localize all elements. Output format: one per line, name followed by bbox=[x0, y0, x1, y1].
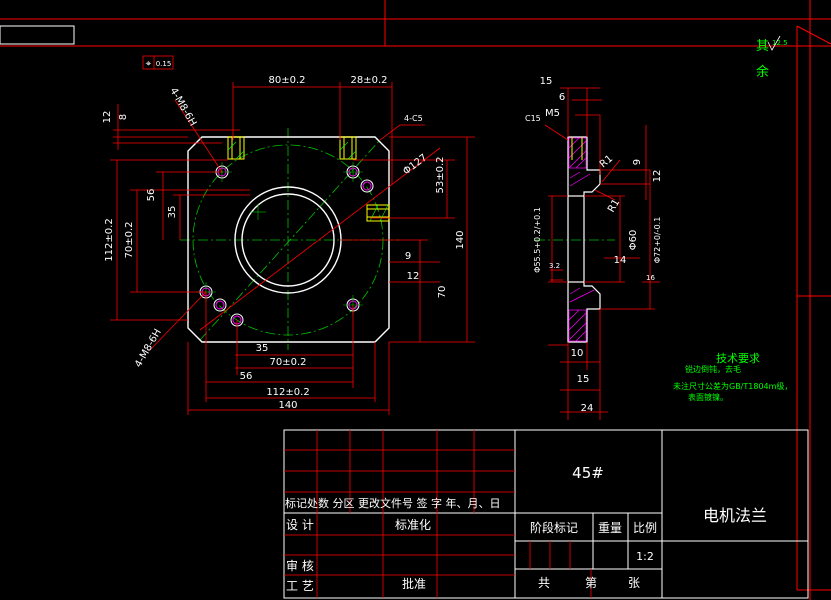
note-qi: 其 bbox=[756, 39, 769, 54]
front-view: ⌖ 0.15 80±0.2 28±0.2 4-M8-6H 4-C5 12 8 1… bbox=[102, 55, 475, 415]
sheet-no-label: 第 bbox=[585, 576, 597, 590]
title-block-text: 45# 电机法兰 标记处数 分区 更改文件号 签 字 年、月、日 设 计 标准化… bbox=[285, 464, 767, 593]
corner-roughness-note: 其 余 12.5 bbox=[756, 35, 788, 80]
dim-140-bottom: 140 bbox=[278, 400, 297, 411]
scale-value: 1:2 bbox=[636, 550, 654, 563]
dim-70-right: 70 bbox=[437, 286, 448, 299]
dim-56-bottom: 56 bbox=[240, 371, 253, 382]
dim-9: 9 bbox=[405, 251, 411, 262]
side-dim-24: 24 bbox=[581, 403, 594, 414]
dim-28: 28±0.2 bbox=[350, 75, 387, 86]
side-r1-top: R1 bbox=[598, 153, 615, 170]
side-dim-phi72: Φ72+0/-0.1 bbox=[653, 217, 662, 264]
section-hatch bbox=[227, 141, 389, 222]
side-dim-9: 9 bbox=[632, 159, 643, 165]
tolerance-frame bbox=[142, 55, 174, 70]
thread-callout-top: 4-M8-6H bbox=[167, 86, 198, 128]
dim-112-bottom: 112±0.2 bbox=[266, 387, 309, 398]
note-roughness: 12.5 bbox=[772, 39, 788, 47]
review-label: 审 核 bbox=[286, 558, 314, 573]
tolerance-value: 0.15 bbox=[156, 60, 172, 68]
dim-112-vertical: 112±0.2 bbox=[104, 218, 115, 261]
dim-35-bottom: 35 bbox=[256, 343, 269, 354]
scale-label: 比例 bbox=[633, 521, 657, 535]
side-thread: M5 bbox=[545, 108, 560, 119]
dim-80: 80±0.2 bbox=[268, 75, 305, 86]
front-dimension-lines bbox=[110, 82, 475, 415]
title-block-grid bbox=[284, 430, 592, 598]
material: 45# bbox=[572, 464, 604, 482]
sheets-unit-label: 张 bbox=[628, 576, 640, 590]
dim-70-vertical: 70±0.2 bbox=[124, 221, 135, 258]
revision-header: 标记处数 分区 更改文件号 签 字 年、月、日 bbox=[285, 496, 500, 510]
weight-label: 重量 bbox=[598, 521, 622, 535]
dim-53: 53±0.2 bbox=[435, 156, 446, 193]
side-dim-14: 14 bbox=[614, 255, 627, 266]
total-sheets-label: 共 bbox=[538, 576, 550, 590]
dim-12-right: 12 bbox=[407, 271, 420, 282]
side-dimension-lines bbox=[544, 87, 660, 420]
note-yu: 余 bbox=[756, 64, 769, 80]
side-dimension-text: 15 6 C15 M5 R1 R1 9 12 Φ55.5+0.2/+0.1 Φ6… bbox=[525, 76, 663, 414]
standardize-label: 标准化 bbox=[395, 518, 431, 532]
dim-70-bottom: 70±0.2 bbox=[269, 357, 306, 368]
side-dim-phi55: Φ55.5+0.2/+0.1 bbox=[533, 207, 542, 273]
front-centerlines bbox=[180, 128, 400, 350]
tech-line-3: 表面镀镍。 bbox=[688, 392, 728, 402]
side-chamfer: C15 bbox=[525, 114, 541, 123]
side-dim-15-bottom: 15 bbox=[577, 374, 590, 385]
side-dim-12: 12 bbox=[652, 170, 663, 183]
approve-label: 批准 bbox=[402, 576, 426, 591]
side-threads bbox=[571, 137, 583, 160]
dim-35-left: 35 bbox=[167, 206, 178, 219]
title-block: 45# 电机法兰 标记处数 分区 更改文件号 签 字 年、月、日 设 计 标准化… bbox=[283, 429, 809, 599]
part-name: 电机法兰 bbox=[703, 506, 767, 525]
stage-mark-label: 阶段标记 bbox=[530, 520, 578, 535]
side-dim-6: 6 bbox=[559, 92, 565, 103]
design-label: 设 计 bbox=[286, 518, 314, 532]
tech-line-1: 锐边倒钝，去毛 bbox=[685, 364, 741, 374]
side-hatch bbox=[568, 137, 595, 342]
side-roughness-16: 16 bbox=[646, 274, 655, 282]
thread-callout-bottom: 4-M8-6H bbox=[133, 327, 164, 369]
tech-title: 技术要求 bbox=[716, 352, 760, 365]
bore-inner-circle bbox=[241, 193, 335, 287]
technical-requirements: 技术要求 锐边倒钝，去毛 未注尺寸公差为GB/T1804m级， 表面镀镍。 bbox=[673, 352, 792, 402]
dim-12: 12 bbox=[102, 111, 113, 124]
side-dim-phi60: Φ60 bbox=[628, 230, 639, 251]
dim-phi127: Φ127 bbox=[401, 152, 429, 177]
process-label: 工 艺 bbox=[286, 579, 314, 593]
dim-56-left: 56 bbox=[146, 189, 157, 202]
side-view: 15 6 C15 M5 R1 R1 9 12 Φ55.5+0.2/+0.1 Φ6… bbox=[525, 76, 663, 420]
tech-line-2: 未注尺寸公差为GB/T1804m级， bbox=[673, 381, 792, 391]
dim-140-vertical: 140 bbox=[455, 230, 466, 249]
side-dim-10: 10 bbox=[571, 348, 584, 359]
section-holes bbox=[227, 136, 390, 222]
side-outline bbox=[567, 136, 601, 343]
chamfer-callout: 4-C5 bbox=[404, 114, 423, 123]
side-roughness-32: 3.2 bbox=[549, 262, 560, 270]
title-block-lines bbox=[283, 429, 809, 599]
dim-8: 8 bbox=[118, 114, 129, 120]
side-dim-15-top: 15 bbox=[540, 76, 553, 87]
tolerance-symbol: ⌖ bbox=[146, 59, 152, 70]
